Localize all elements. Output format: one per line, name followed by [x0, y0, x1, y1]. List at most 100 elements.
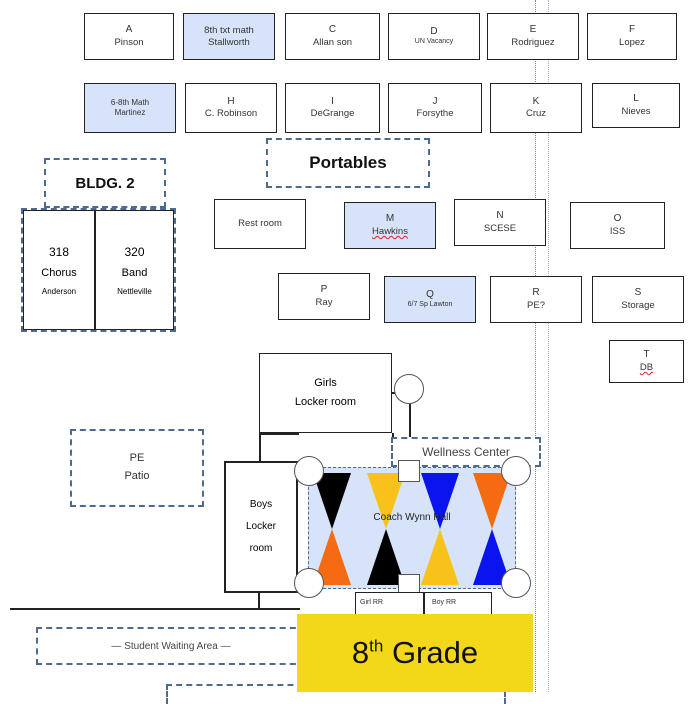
room-k[interactable]: K Cruz	[490, 83, 582, 133]
grade-number: 8	[351, 635, 370, 670]
area-label: PE Patio	[124, 452, 150, 482]
room-name: 6/7 Sp Lawton	[407, 301, 453, 309]
room-teacher: Nettleville	[117, 286, 152, 296]
room-name: Girls Locker room	[294, 377, 357, 408]
room-m[interactable]: M Hawkins	[344, 202, 436, 249]
room-t[interactable]: T DB	[609, 340, 684, 383]
room-name: Cruz	[525, 108, 547, 120]
girls-locker-room[interactable]: Girls Locker room	[259, 353, 392, 433]
room-name: Ray	[315, 296, 333, 308]
room-name: SCESE	[483, 222, 517, 234]
boys-locker-room[interactable]: Boys Locker room	[224, 461, 298, 593]
room-g[interactable]: 6-8th Math Martinez	[84, 83, 176, 133]
resize-handle-top-left[interactable]	[294, 456, 324, 486]
room-320[interactable]: 320 Band Nettleville	[95, 210, 174, 330]
boys-restroom-label: Boy RR	[432, 599, 457, 606]
room-letter: D	[430, 25, 438, 37]
room-name: Allan son	[312, 36, 353, 48]
room-name: 6-8th Math Martinez	[110, 98, 150, 117]
pattern-triangle	[313, 529, 351, 585]
room-letter: P	[320, 284, 328, 296]
room-h[interactable]: H C. Robinson	[185, 83, 277, 133]
room-letter: K	[532, 95, 540, 107]
grade-word: Grade	[383, 635, 479, 670]
resize-handle-top-middle[interactable]	[398, 460, 420, 482]
room-letter: J	[432, 95, 438, 107]
room-name: Band	[121, 266, 148, 279]
room-f[interactable]: F Lopez	[587, 13, 677, 60]
portables-label: Portables	[309, 153, 387, 172]
room-d[interactable]: D UN Vacancy	[388, 13, 480, 60]
room-letter: Q	[426, 288, 434, 300]
room-letter: I	[331, 95, 334, 107]
wall	[423, 592, 425, 616]
room-i[interactable]: I DeGrange	[285, 83, 380, 133]
wall	[259, 433, 261, 461]
room-n[interactable]: N SCESE	[454, 199, 546, 246]
pattern-triangle	[473, 473, 511, 529]
room-e[interactable]: E Rodriguez	[487, 13, 579, 60]
room-letter: N	[496, 210, 504, 222]
room-name: Forsythe	[416, 108, 454, 120]
room-p[interactable]: P Ray	[278, 273, 370, 320]
room-letter: O	[613, 213, 622, 225]
gym-label: Coach Wynn Hall	[373, 511, 451, 523]
room-letter: E	[529, 24, 537, 36]
room-letter: H	[227, 95, 235, 107]
room-name: Storage	[621, 299, 655, 311]
room-letter: S	[634, 287, 642, 299]
room-a[interactable]: A Pinson	[84, 13, 174, 60]
resize-handle-top[interactable]	[394, 374, 424, 404]
room-name: UN Vacancy	[414, 38, 454, 46]
room-c[interactable]: C Allan son	[285, 13, 380, 60]
girls-restroom-label: Girl RR	[360, 599, 383, 606]
room-l[interactable]: L Nieves	[592, 83, 680, 128]
wall	[259, 433, 299, 435]
room-letter: C	[328, 24, 337, 36]
room-letter: T	[643, 349, 650, 361]
room-name: ISS	[609, 225, 626, 237]
pattern-triangle	[367, 473, 405, 529]
pattern-triangle	[367, 529, 405, 585]
room-b[interactable]: 8th txt math Stallworth	[183, 13, 275, 60]
bldg2-label: BLDG. 2	[75, 174, 135, 192]
student-waiting-area: — Student Waiting Area —	[36, 627, 306, 665]
grade-ordinal: th	[369, 636, 384, 656]
room-q[interactable]: Q 6/7 Sp Lawton	[384, 276, 476, 323]
room-r[interactable]: R PE?	[490, 276, 582, 323]
room-name: C. Robinson	[204, 108, 258, 120]
room-number: 320	[124, 244, 145, 259]
area-label: Wellness Center	[422, 445, 510, 459]
room-j[interactable]: J Forsythe	[388, 83, 482, 133]
resize-handle-bottom-left[interactable]	[294, 568, 324, 598]
restroom[interactable]: Rest room	[214, 199, 306, 249]
room-name: Rest room	[238, 218, 282, 230]
pattern-triangle	[473, 529, 511, 585]
room-teacher: Anderson	[41, 286, 77, 296]
room-name: DB	[639, 361, 654, 373]
room-name: Chorus	[41, 266, 77, 279]
room-name: Pinson	[114, 36, 144, 48]
room-o[interactable]: O ISS	[570, 202, 665, 249]
pattern-triangle	[421, 473, 459, 529]
room-number: 318	[48, 244, 70, 259]
room-letter: R	[532, 287, 540, 299]
room-name: Nieves	[621, 105, 651, 117]
layout-guide-line	[535, 0, 536, 692]
room-name: PE?	[527, 299, 545, 311]
pe-patio: PE Patio	[70, 429, 204, 507]
grade-label: 8th Grade	[352, 635, 478, 671]
wall	[10, 608, 300, 610]
room-318[interactable]: 318 Chorus Anderson	[23, 210, 95, 330]
layout-guide-line-2	[548, 0, 549, 692]
room-name: DeGrange	[310, 108, 355, 120]
room-name: 8th txt math Stallworth	[204, 24, 254, 48]
room-s[interactable]: S Storage	[592, 276, 684, 323]
resize-handle-bottom-right[interactable]	[501, 568, 531, 598]
room-name: Hawkins	[372, 225, 408, 237]
room-letter: M	[385, 213, 395, 225]
wall	[258, 593, 260, 609]
room-name: Rodriguez	[511, 36, 555, 48]
room-letter: A	[125, 24, 133, 36]
resize-handle-top-right[interactable]	[501, 456, 531, 486]
